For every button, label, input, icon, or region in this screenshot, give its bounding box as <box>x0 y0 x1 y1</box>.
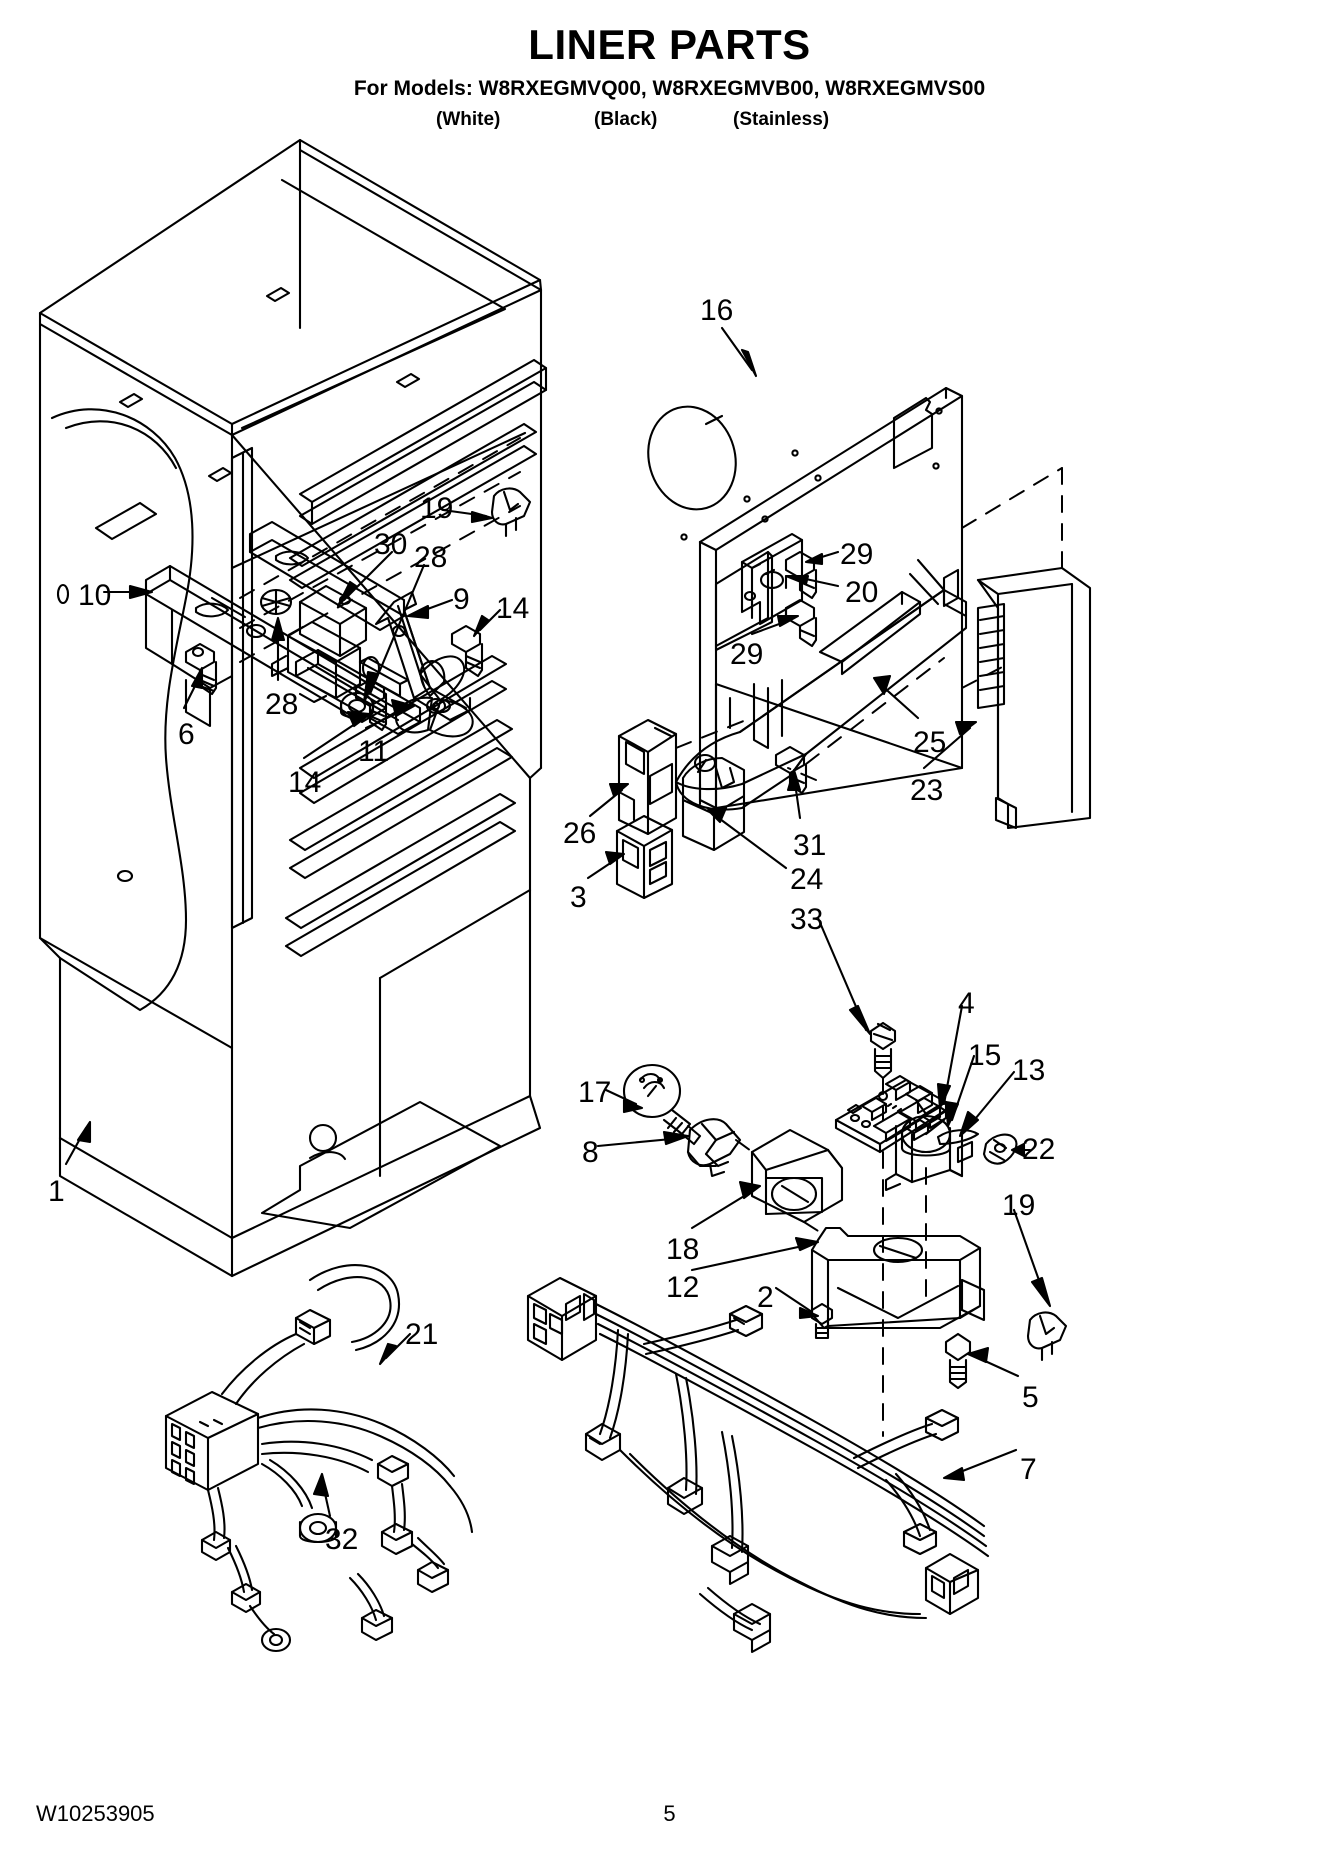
page-footer: W10253905 5 <box>0 1801 1339 1831</box>
callout-number-7: 7 <box>1020 1453 1037 1486</box>
callout-number-10: 10 <box>78 579 112 612</box>
mounting-plate-20 <box>740 532 804 626</box>
callout-number-6: 6 <box>178 718 195 751</box>
color-stainless-label: (Stainless) <box>733 109 830 130</box>
color-black-label: (Black) <box>594 109 658 130</box>
page-number: 5 <box>663 1801 676 1826</box>
color-white-label: (White) <box>436 109 501 130</box>
light-housing-18 <box>750 1128 844 1224</box>
leader-lines <box>64 326 1052 1518</box>
callout-number-21: 21 <box>405 1318 439 1351</box>
clip-19b <box>1026 1311 1068 1362</box>
thermostat-13 <box>884 1098 974 1192</box>
liner-cabinet-outline <box>38 138 543 1278</box>
drain-pan-12 <box>810 1226 986 1330</box>
callout-number-14b: 14 <box>288 766 322 799</box>
screw-33 <box>869 1021 897 1080</box>
callout-number-31: 31 <box>793 829 827 862</box>
callout-number-23: 23 <box>910 774 944 807</box>
callout-number-22: 22 <box>1022 1133 1056 1166</box>
fan-mounting-bracket <box>144 358 548 728</box>
parts-line-art <box>38 138 1092 1654</box>
connector-24 <box>681 756 746 852</box>
callout-number-30: 30 <box>374 528 408 561</box>
callout-number-28b: 28 <box>265 688 299 721</box>
callout-number-12: 12 <box>666 1271 700 1304</box>
callout-number-17: 17 <box>578 1076 612 1109</box>
callout-number-2: 2 <box>757 1281 774 1314</box>
callout-number-14a: 14 <box>496 592 530 625</box>
motor-washer <box>259 588 293 616</box>
light-bulb-17 <box>622 1063 702 1146</box>
callout-number-9: 9 <box>453 583 470 616</box>
callout-number-5: 5 <box>1022 1381 1039 1414</box>
callout-number-1: 1 <box>48 1175 65 1208</box>
callout-number-20: 20 <box>845 576 879 609</box>
callout-number-16: 16 <box>700 294 734 327</box>
callout-number-28a: 28 <box>414 541 448 574</box>
wiring-harness-7 <box>526 1276 990 1654</box>
air-duct-25 <box>674 558 968 811</box>
callout-number-13: 13 <box>1012 1054 1046 1087</box>
callout-number-3: 3 <box>570 881 587 914</box>
callout-number-4: 4 <box>958 987 975 1020</box>
lamp-socket-8 <box>686 1118 742 1178</box>
document-number: W10253905 <box>36 1801 155 1826</box>
callout-number-29a: 29 <box>840 538 874 571</box>
callout-number-29b: 29 <box>730 638 764 671</box>
callout-number-8: 8 <box>582 1136 599 1169</box>
callout-number-11: 11 <box>358 735 390 768</box>
connector-26 <box>617 718 678 836</box>
wiring-harness-21 <box>164 1264 474 1653</box>
callout-number-18: 18 <box>666 1233 700 1266</box>
screw-5 <box>944 1332 972 1390</box>
connector-3 <box>615 814 674 900</box>
fan-blade <box>394 655 474 738</box>
assembly-axis-lines <box>239 437 1063 1437</box>
callout-number-15: 15 <box>968 1039 1002 1072</box>
callout-number-19b: 19 <box>1002 1189 1036 1222</box>
control-board-pcb <box>834 1074 948 1154</box>
evaporator-fan-motor <box>270 584 410 704</box>
page-title: LINER PARTS <box>528 21 811 68</box>
callout-number-26: 26 <box>563 817 597 850</box>
callout-number-24: 24 <box>790 863 824 896</box>
callout-number-25: 25 <box>913 726 947 759</box>
callout-number-33: 33 <box>790 903 824 936</box>
screw-14b <box>450 624 484 678</box>
evaporator-cover-23 <box>976 566 1092 830</box>
models-line: For Models: W8RXEGMVQ00, W8RXEGMVB00, W8… <box>353 77 986 100</box>
color-variants: (White) (Black) (Stainless) <box>0 109 1339 135</box>
callout-number-32: 32 <box>325 1523 359 1556</box>
callout-number-19a: 19 <box>420 492 454 525</box>
page-header: LINER PARTS For Models: W8RXEGMVQ00, W8R… <box>0 0 1339 135</box>
screw-2 <box>810 1302 834 1340</box>
clip-19a <box>490 487 532 538</box>
